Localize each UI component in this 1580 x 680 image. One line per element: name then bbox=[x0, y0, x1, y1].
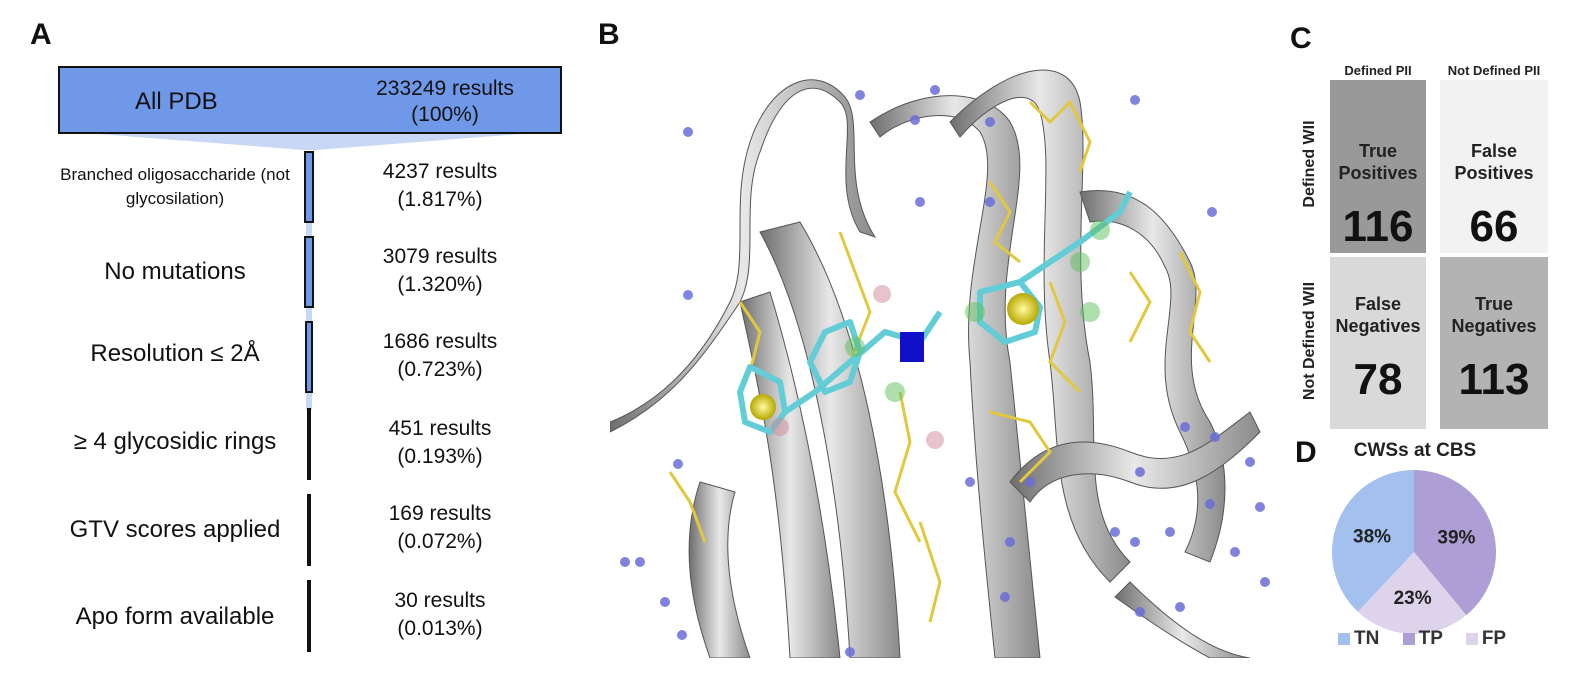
funnel-bar bbox=[304, 151, 314, 223]
legend-item-tn: TN bbox=[1338, 628, 1379, 649]
funnel-link bbox=[306, 392, 312, 410]
water-sites bbox=[845, 220, 1110, 402]
funnel-top-label: All PDB bbox=[135, 88, 218, 115]
funnel-step-results: 4237 results(1.817%) bbox=[382, 160, 498, 211]
pie-label-tp: 39% bbox=[1437, 528, 1475, 549]
cell-value: 116 bbox=[1342, 202, 1414, 251]
col-header: Not Defined PII bbox=[1447, 63, 1541, 78]
results-percent: (100%) bbox=[411, 103, 479, 126]
funnel-bar bbox=[307, 580, 311, 652]
funnel-link bbox=[306, 222, 312, 238]
pie-slice-fp bbox=[1357, 552, 1467, 634]
pie-slice-tp bbox=[1414, 470, 1496, 616]
funnel-step-label: Resolution ≤ 2Å bbox=[90, 340, 260, 367]
funnel-link bbox=[306, 307, 312, 323]
cell-value: 78 bbox=[1353, 355, 1403, 404]
ligand-sphere bbox=[1007, 293, 1039, 325]
funnel-step-label: No mutations bbox=[104, 258, 246, 285]
funnel-step-results: 30 results(0.013%) bbox=[394, 589, 486, 640]
pie-label-tn: 38% bbox=[1353, 526, 1391, 547]
funnel-step-results: 1686 results(0.723%) bbox=[382, 330, 498, 381]
pie-label-fp: 23% bbox=[1394, 588, 1432, 609]
funnel-bar bbox=[304, 236, 314, 308]
funnel-step-label: Branched oligosaccharide (not glycosilat… bbox=[60, 165, 290, 208]
legend-swatch bbox=[1465, 632, 1478, 645]
legend-item-tp: TP bbox=[1402, 628, 1443, 649]
funnel-step-label: Apo form available bbox=[75, 603, 275, 630]
ligand-square-marker bbox=[900, 332, 924, 362]
funnel-top-all-pdb: All PDB 233249 results (100%) bbox=[58, 66, 562, 134]
funnel-step-results: 451 results(0.193%) bbox=[388, 417, 492, 468]
water-molecules bbox=[620, 85, 1270, 657]
funnel-top-results: 233249 results (100%) bbox=[350, 76, 540, 128]
pie-title: CWSs at CBS bbox=[1353, 440, 1477, 461]
pie-slice-tn bbox=[1332, 470, 1414, 612]
panel-label-b: B bbox=[598, 18, 620, 51]
protein-structure-render bbox=[610, 69, 1270, 658]
funnel-bar bbox=[307, 408, 311, 480]
col-header: Defined PII bbox=[1344, 63, 1412, 78]
predicted-sites bbox=[771, 285, 944, 449]
pie-legend: TN TP FP bbox=[1338, 628, 1506, 650]
panel-label-c: C bbox=[1290, 22, 1312, 55]
funnel-step-label: GTV scores applied bbox=[69, 516, 281, 543]
cell-value: 113 bbox=[1458, 355, 1530, 404]
cell-value: 66 bbox=[1469, 202, 1519, 251]
funnel-step-results: 169 results(0.072%) bbox=[388, 502, 492, 553]
panel-label-d: D bbox=[1295, 436, 1317, 469]
legend-item-fp: FP bbox=[1465, 628, 1506, 649]
row-header: Not Defined WII bbox=[1301, 281, 1318, 401]
legend-swatch bbox=[1338, 632, 1350, 645]
pie-chart: 39% 23% 38% bbox=[1332, 470, 1496, 634]
panel-label-a: A bbox=[30, 18, 52, 51]
funnel-step-results: 3079 results(1.320%) bbox=[382, 245, 498, 296]
funnel-step-label: ≥ 4 glycosidic rings bbox=[73, 428, 277, 455]
funnel-bar bbox=[305, 321, 313, 393]
legend-swatch bbox=[1402, 632, 1415, 645]
ligand-sphere bbox=[750, 394, 776, 420]
funnel-taper bbox=[60, 131, 558, 150]
funnel-bar bbox=[307, 494, 311, 566]
side-chains bbox=[668, 99, 1212, 623]
row-header: Defined WII bbox=[1301, 120, 1318, 208]
results-count: 233249 results bbox=[376, 77, 514, 100]
funnel-connectors bbox=[60, 131, 558, 410]
